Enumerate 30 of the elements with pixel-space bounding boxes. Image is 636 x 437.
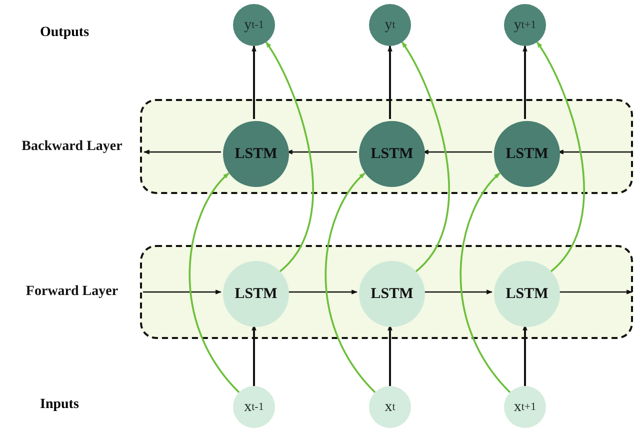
arrow (188, 172, 240, 393)
arrow (423, 290, 493, 294)
arrow (143, 150, 221, 154)
arrow (401, 42, 450, 272)
arrow (557, 150, 631, 154)
lstm-cell: LSTM (223, 121, 289, 187)
arrow (522, 324, 528, 386)
arrow (388, 45, 392, 119)
lstm-cell: LSTM (494, 121, 560, 187)
arrow (143, 290, 222, 294)
arrow (522, 45, 528, 119)
arrow (286, 150, 357, 154)
arrow (558, 290, 633, 294)
layer-heading: Backward Layer (20, 138, 124, 154)
lstm-cell: LSTM (223, 261, 289, 327)
arrow (324, 172, 376, 393)
arrow (252, 45, 256, 119)
lstm-cell: LSTM (359, 121, 425, 187)
row-label: Outputs (40, 25, 90, 41)
lstm-cell: LSTM (359, 261, 425, 327)
arrow (287, 290, 358, 294)
arrow (460, 172, 511, 393)
layer-heading: Forward Layer (24, 284, 120, 300)
arrow (265, 42, 314, 272)
lstm-cell: LSTM (494, 261, 560, 327)
arrow (422, 150, 492, 154)
arrow (536, 42, 585, 272)
arrow (252, 324, 256, 386)
arrow (388, 324, 392, 386)
row-label: Inputs (40, 397, 79, 413)
